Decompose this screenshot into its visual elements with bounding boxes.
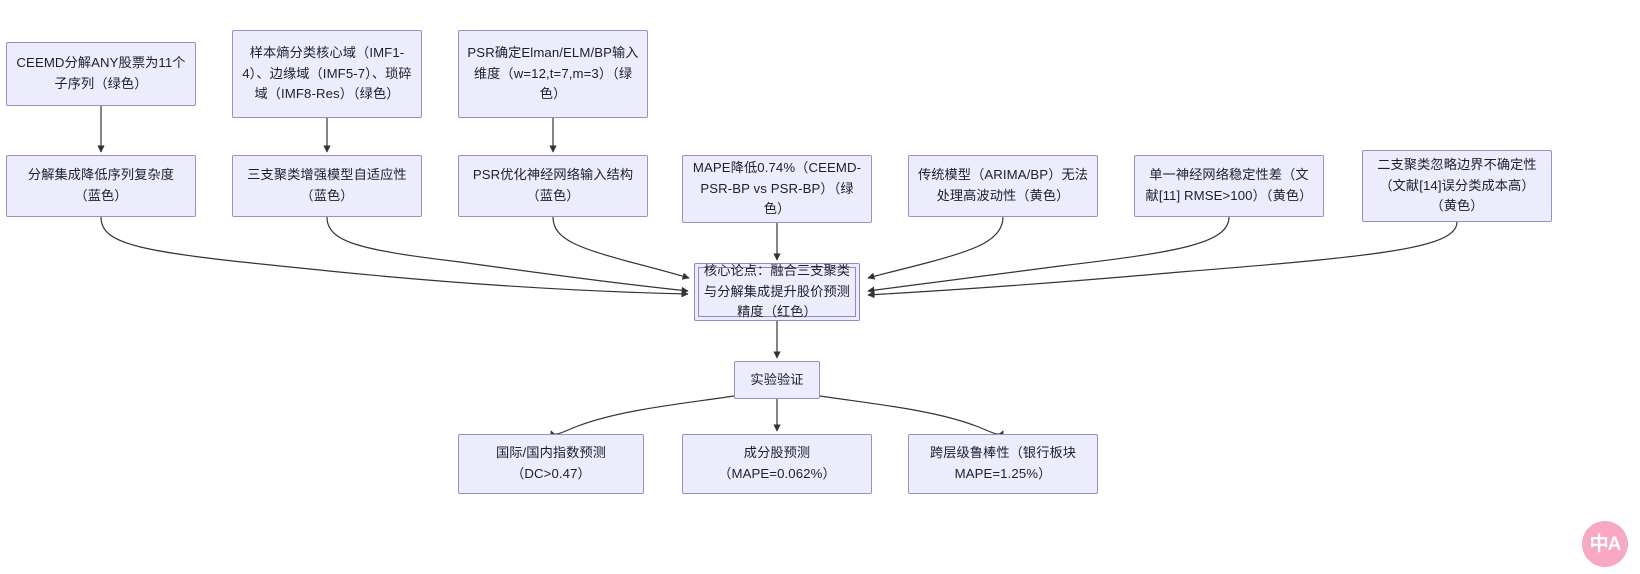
edge-cluster-to-core [326, 216, 689, 294]
watermark-badge: 中A [1582, 521, 1628, 567]
node-index-forecast[interactable]: 国际/国内指数预测（DC>0.47） [458, 434, 644, 494]
node-single-nn[interactable]: 单一神经网络稳定性差（文献[11] RMSE>100）（黄色） [1134, 155, 1324, 217]
node-psr-input-dim-label: PSR确定Elman/ELM/BP输入维度（w=12,t=7,m=3）（绿色） [467, 44, 639, 102]
node-psr-optimize[interactable]: PSR优化神经网络输入结构（蓝色） [458, 155, 648, 217]
node-reduce-complexity[interactable]: 分解集成降低序列复杂度（蓝色） [6, 155, 196, 217]
node-psr-input-dim[interactable]: PSR确定Elman/ELM/BP输入维度（w=12,t=7,m=3）（绿色） [458, 30, 648, 118]
node-component-forecast[interactable]: 成分股预测（MAPE=0.062%） [682, 434, 872, 494]
edge-twoway-to-core [867, 221, 1458, 299]
node-mape-reduce-label: MAPE降低0.74%（CEEMD-PSR-BP vs PSR-BP）（绿色） [692, 159, 862, 217]
node-three-way-cluster-label: 三支聚类增强模型自适应性（蓝色） [247, 167, 407, 203]
watermark-text: 中A [1589, 533, 1622, 555]
edge-reduce-to-core [100, 216, 689, 298]
node-three-way-cluster[interactable]: 三支聚类增强模型自适应性（蓝色） [232, 155, 422, 217]
node-two-way-cluster[interactable]: 二支聚类忽略边界不确定性（文献[14]误分类成本高）（黄色） [1362, 150, 1552, 222]
node-core-claim-label: 核心论点：融合三支聚类与分解集成提升股价预测精度（红色） [703, 262, 851, 320]
node-core-claim[interactable]: 核心论点：融合三支聚类与分解集成提升股价预测精度（红色） [694, 263, 860, 321]
node-sample-entropy[interactable]: 样本熵分类核心域（IMF1-4）、边缘域（IMF5-7）、琐碎域（IMF8-Re… [232, 30, 422, 118]
edge-experiment-to-robust [819, 395, 1004, 439]
node-two-way-cluster-label: 二支聚类忽略边界不确定性（文献[14]误分类成本高）（黄色） [1377, 156, 1537, 214]
node-single-nn-label: 单一神经网络稳定性差（文献[11] RMSE>100）（黄色） [1145, 167, 1313, 203]
node-ceemd-decompose[interactable]: CEEMD分解ANY股票为11个子序列（绿色） [6, 42, 196, 106]
node-traditional-model[interactable]: 传统模型（ARIMA/BP）无法处理高波动性（黄色） [908, 155, 1098, 217]
node-ceemd-decompose-label: CEEMD分解ANY股票为11个子序列（绿色） [16, 55, 186, 91]
node-component-forecast-label: 成分股预测（MAPE=0.062%） [718, 445, 836, 481]
edge-traditional-to-core [867, 216, 1004, 280]
node-experiment-label: 实验验证 [750, 371, 804, 387]
node-reduce-complexity-label: 分解集成降低序列复杂度（蓝色） [27, 167, 175, 203]
edge-experiment-to-index [550, 395, 735, 439]
node-psr-optimize-label: PSR优化神经网络输入结构（蓝色） [472, 167, 634, 203]
node-index-forecast-label: 国际/国内指数预测（DC>0.47） [495, 445, 607, 481]
node-experiment[interactable]: 实验验证 [734, 361, 820, 399]
node-cross-layer-robust[interactable]: 跨层级鲁棒性（银行板块MAPE=1.25%） [908, 434, 1098, 494]
edge-singlenn-to-core [867, 216, 1230, 294]
node-sample-entropy-label: 样本熵分类核心域（IMF1-4）、边缘域（IMF5-7）、琐碎域（IMF8-Re… [242, 44, 412, 102]
edge-psropt-to-core [552, 216, 690, 280]
node-traditional-model-label: 传统模型（ARIMA/BP）无法处理高波动性（黄色） [917, 167, 1089, 203]
node-cross-layer-robust-label: 跨层级鲁棒性（银行板块MAPE=1.25%） [929, 445, 1077, 481]
node-mape-reduce[interactable]: MAPE降低0.74%（CEEMD-PSR-BP vs PSR-BP）（绿色） [682, 155, 872, 223]
